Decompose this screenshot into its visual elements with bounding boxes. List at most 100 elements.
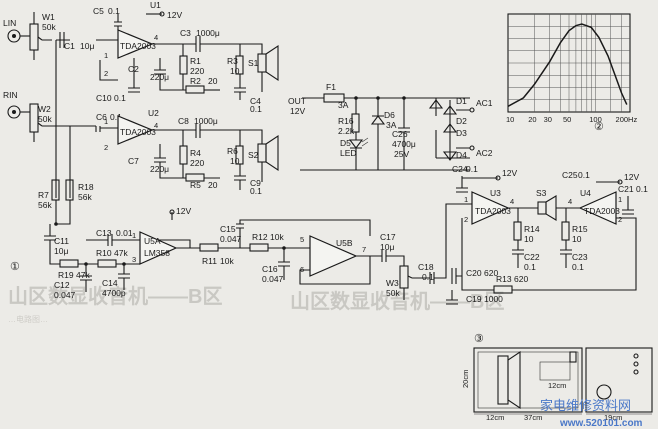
r11-value: 10k (220, 256, 234, 266)
r13-label: R13 (496, 274, 512, 284)
s1-speaker-icon (257, 53, 267, 73)
u5a-pin3: 3 (132, 255, 136, 264)
u4-chip: TDA2003 (584, 206, 620, 216)
c26-label: C26 (392, 129, 408, 139)
out-label: OUT (288, 96, 306, 106)
right-channel-amp: RIN W2 50k C6 0.1 TDA2003 U2 1 2 4 C8 10… (3, 40, 279, 198)
r5-label: R5 (190, 180, 201, 190)
w2-pot (29, 103, 39, 133)
c15-label: C15 (220, 224, 236, 234)
c3-label: C3 (180, 28, 191, 38)
fig1-number: ① (10, 261, 20, 273)
mixer-resistors: R7 56k R18 56k (38, 179, 94, 226)
bleed-through-text: 山区数显收音机——B区 (8, 284, 222, 308)
chart-tick-label: 20 (528, 115, 536, 124)
r19-label: R19 (58, 270, 74, 280)
c21-label: C21 (618, 184, 634, 194)
w2-value: 50k (38, 114, 52, 124)
c23-value: 0.1 (572, 262, 584, 272)
u1-chip: TDA2003 (120, 41, 156, 51)
r19-value: 47k (76, 270, 90, 280)
supply-u4: 12V (624, 172, 639, 182)
r2-value: 20 (208, 76, 218, 86)
u5a-label: U5A (144, 236, 161, 246)
c11-label: C11 (54, 236, 69, 246)
u1-opamp (117, 29, 154, 59)
c23-label: C23 (572, 252, 588, 262)
s3-speaker-icon (537, 201, 547, 215)
lowpass-filter: C11 10μ ① R19 47k C12 0.047 R10 47k C14 … (10, 203, 472, 300)
r10-resistor (97, 259, 117, 268)
r15-value: 10 (572, 234, 582, 244)
r1-label: R1 (190, 56, 201, 66)
u1-label: U1 (150, 0, 161, 10)
s2-speaker-icon (257, 143, 267, 163)
r15-label: R15 (572, 224, 588, 234)
r4-value: 220 (190, 158, 204, 168)
dim-depth: 19cm (604, 413, 622, 422)
chart-tick-label: 50 (563, 115, 571, 124)
c16-value: 0.047 (262, 274, 284, 284)
u3-pin2: 2 (464, 215, 468, 224)
c11-value: 10μ (54, 246, 68, 256)
u1-pin4: 4 (154, 33, 158, 42)
c19-label: C19 (466, 294, 482, 304)
watermark-cn: 家电维修资料网 (540, 398, 631, 413)
c1-label: C1 (64, 41, 75, 51)
u5b-pin7: 7 (362, 245, 366, 254)
u3-pin4: 4 (510, 197, 514, 206)
c14-label: C14 (102, 278, 118, 288)
r18-label: R18 (78, 182, 94, 192)
c19-value: 1000 (484, 294, 503, 304)
d5-label: D5 (340, 138, 351, 148)
u3-opamp (471, 191, 510, 225)
u4-pin4: 4 (568, 197, 572, 206)
u5a-chip: LM358 (144, 248, 170, 258)
driver-icon (497, 355, 509, 405)
r2-label: R2 (190, 76, 201, 86)
c25-value: 0.1 (578, 170, 590, 180)
port-hole-icon (596, 384, 612, 400)
c22-label: C22 (524, 252, 540, 262)
u4-label: U4 (580, 188, 591, 198)
left-channel-amp: LIN W1 50k C1 10μ C5 0.1 TDA2003 U1 12V … (3, 0, 279, 114)
c18-label: C18 (418, 262, 434, 272)
u3-label: U3 (490, 188, 501, 198)
w3-value: 50k (386, 288, 400, 298)
watermark-url: www.520101.com (559, 418, 643, 429)
ac1-label: AC1 (476, 98, 493, 108)
u4-opamp (578, 191, 617, 225)
c4-value: 0.1 (250, 104, 262, 114)
r13-value: 620 (514, 274, 528, 284)
u5b-pin5: 5 (300, 235, 304, 244)
r12-resistor (249, 243, 269, 252)
chart-tick-label: 30 (544, 115, 552, 124)
u4-pin1: 1 (618, 195, 622, 204)
w2-label: W2 (38, 104, 51, 114)
f1-value: 3A (338, 100, 349, 110)
r3-value: 10 (230, 66, 240, 76)
u2-pin4: 4 (154, 121, 158, 130)
r19-resistor (59, 259, 79, 268)
r14-label: R14 (524, 224, 540, 234)
c20-value: 620 (484, 268, 498, 278)
chart-grid (508, 14, 630, 112)
lin-label: LIN (3, 18, 16, 28)
u5b-opamp (309, 235, 358, 277)
dim-left: 12cm (486, 413, 504, 422)
u1-pin2: 2 (104, 69, 108, 78)
u1-pin1: 1 (104, 51, 108, 60)
rin-label: RIN (3, 90, 18, 100)
c22-value: 0.1 (524, 262, 536, 272)
supply-u1: 12V (167, 10, 182, 20)
u2-pin1: 1 (104, 117, 108, 126)
c5-value: 0.1 (108, 6, 120, 16)
r6-label: R6 (227, 146, 238, 156)
s2-label: S2 (248, 150, 259, 160)
r1-resistor (179, 55, 188, 75)
enclosure-front-view (585, 347, 653, 413)
u2-opamp (117, 115, 154, 145)
c25-label: C25 (562, 170, 578, 180)
c26-value: 4700μ (392, 139, 416, 149)
w1-pot (29, 23, 39, 51)
